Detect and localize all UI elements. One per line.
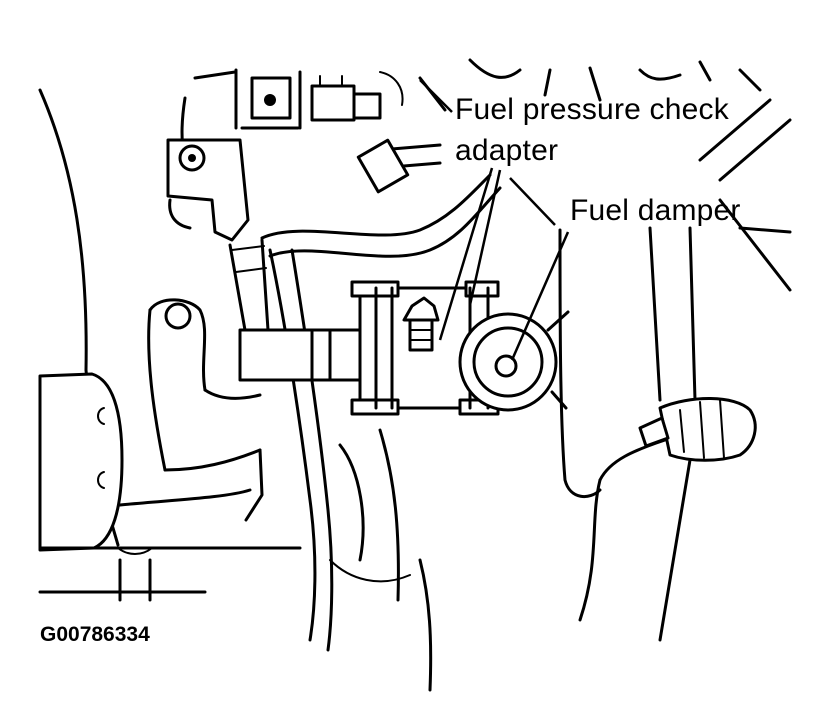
base-lines <box>38 546 302 602</box>
left-bolt-bracket <box>166 138 250 242</box>
fuel-hose <box>228 238 334 652</box>
left-canister <box>38 372 124 552</box>
figure-id: G00786334 <box>40 623 150 646</box>
label-adapter: adapter <box>455 134 559 167</box>
intake-manifold <box>118 298 433 692</box>
leader-lines <box>419 79 570 361</box>
vacuum-hose <box>260 138 502 258</box>
top-connector <box>310 75 382 122</box>
right-panel <box>558 98 792 499</box>
label-fuel-damper: Fuel damper <box>570 194 741 227</box>
upper-bracket <box>240 76 300 130</box>
label-fuel-pressure-check: Fuel pressure check <box>455 93 729 126</box>
radiator-hose <box>578 397 757 642</box>
fuel-damper <box>458 310 570 412</box>
